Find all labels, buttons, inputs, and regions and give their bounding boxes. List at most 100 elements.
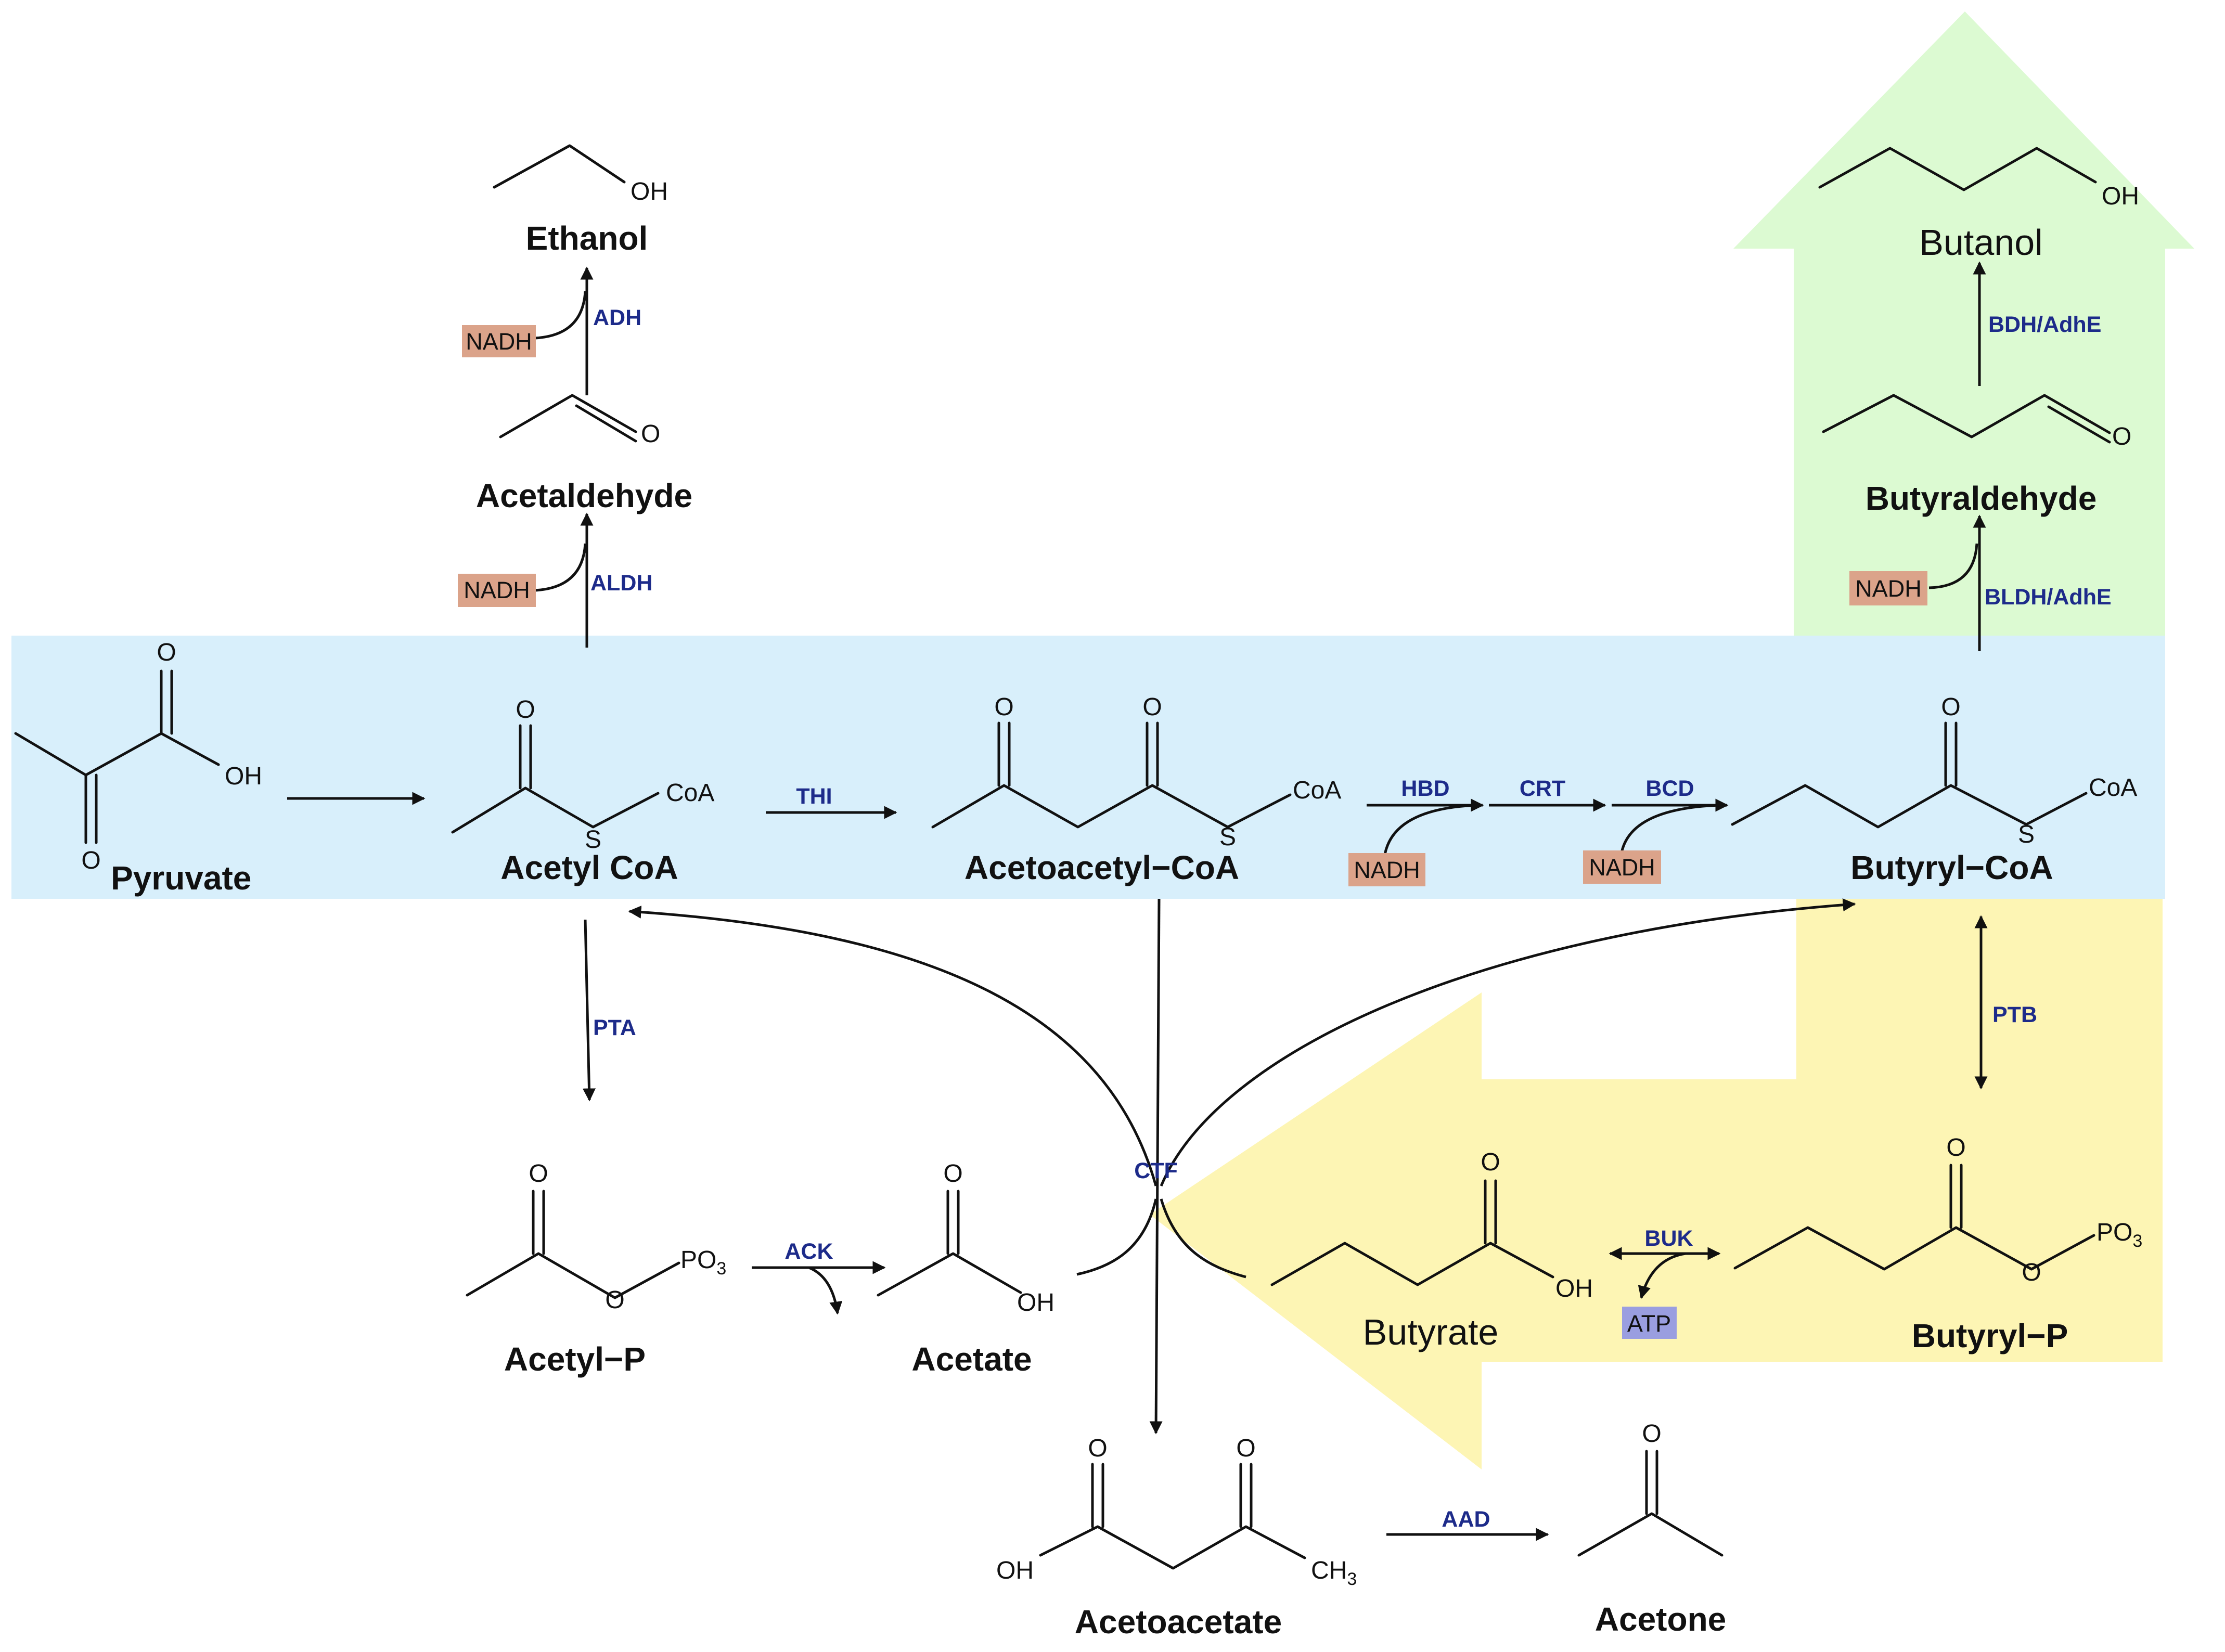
atp-text: ATP xyxy=(1627,1310,1671,1337)
nadh-text: NADH xyxy=(1589,854,1655,881)
acetyl-coa-o: O xyxy=(516,696,535,724)
acetoacetyl-coa-structure: O O S CoA xyxy=(931,693,1341,851)
butanol-structure: OH xyxy=(1818,147,2139,210)
pyruvate-oh: OH xyxy=(225,763,262,790)
main-pathway-band xyxy=(11,636,2165,899)
butyryl-coa-o: O xyxy=(1941,693,1960,721)
butyryl-p-structure: O O PO3 xyxy=(1733,1134,2142,1286)
acetate-o: O xyxy=(943,1160,962,1188)
butyrate-oh: OH xyxy=(1555,1275,1593,1302)
ctf-to-butyryl-coa-curve xyxy=(1160,898,1856,1186)
atp-badge: ATP xyxy=(1622,1307,1677,1339)
enzyme-bdh: BDH/AdhE xyxy=(1988,312,2101,337)
butyrate-o: O xyxy=(1481,1148,1500,1176)
acetyl-coa-structure: O S CoA xyxy=(451,696,714,854)
butanol-label: Butanol xyxy=(1919,222,2042,263)
acetone-label: Acetone xyxy=(1595,1601,1727,1638)
ethanol-oh: OH xyxy=(631,178,668,205)
hbd-nadh-curve xyxy=(1382,804,1478,867)
enzyme-aad: AAD xyxy=(1442,1507,1490,1532)
nadh-text: NADH xyxy=(1855,575,1922,602)
acetate-oh: OH xyxy=(1017,1289,1054,1317)
acetate-structure: O OH xyxy=(877,1160,1054,1317)
nadh-badge-bldh: NADH xyxy=(1849,571,1927,605)
ctf-to-acetoacetate-arrow xyxy=(1149,898,1163,1435)
nadh-text: NADH xyxy=(464,577,530,603)
ctf-to-acetyl-coa-curve xyxy=(628,905,1157,1186)
acetyl-p-o-ester: O xyxy=(605,1286,624,1314)
nadh-badge-bcd: NADH xyxy=(1583,850,1661,884)
butyryl-p-o-ester: O xyxy=(2022,1259,2041,1286)
butyryl-p-po3: PO3 xyxy=(2097,1219,2142,1251)
nadh-badge-aldh: NADH xyxy=(458,574,536,607)
nadh-badge-adh: NADH xyxy=(462,325,536,357)
enzyme-thi: THI xyxy=(796,784,832,809)
acetone-structure: O xyxy=(1577,1420,1724,1557)
enzyme-crt: CRT xyxy=(1520,776,1565,801)
enzyme-ack: ACK xyxy=(784,1239,833,1264)
butyraldehyde-label: Butyraldehyde xyxy=(1866,480,2097,517)
nadh-text: NADH xyxy=(466,328,532,355)
enzyme-aldh: ALDH xyxy=(590,571,652,596)
adh-nadh-curve xyxy=(534,291,587,340)
acetyl-p-po3: PO3 xyxy=(680,1246,726,1279)
butyryl-coa-label: Butyryl−CoA xyxy=(1850,849,2053,886)
acetoacetate-label: Acetoacetate xyxy=(1075,1603,1282,1641)
ctf-butyrate-curve xyxy=(1160,1198,1246,1279)
acetoacetyl-coa-o1: O xyxy=(994,693,1013,721)
acetoacetyl-coa-s: S xyxy=(1219,823,1236,851)
enzyme-bcd: BCD xyxy=(1645,776,1694,801)
ack-atp-curve xyxy=(808,1266,843,1315)
butyryl-p-label: Butyryl−P xyxy=(1912,1317,2068,1354)
acetoacetate-ch3: CH3 xyxy=(1311,1557,1357,1589)
butyraldehyde-o: O xyxy=(2112,423,2131,450)
acetaldehyde-o: O xyxy=(641,420,660,448)
acetoacetate-structure: O O OH CH3 xyxy=(996,1435,1357,1589)
enzyme-hbd: HBD xyxy=(1401,776,1449,801)
butyryl-coa-coa: CoA xyxy=(2089,774,2137,802)
pyruvate-o-bottom: O xyxy=(81,847,100,874)
acetyl-p-structure: O O PO3 xyxy=(466,1160,726,1314)
aldh-nadh-curve xyxy=(534,543,587,592)
nadh-badge-hbd: NADH xyxy=(1348,853,1425,886)
ctf-acetate-curve xyxy=(1076,1198,1157,1276)
acetoacetate-o1: O xyxy=(1088,1435,1107,1462)
acid-region-arrow xyxy=(1150,899,2163,1469)
acetoacetyl-coa-o2: O xyxy=(1142,693,1162,721)
acetyl-p-label: Acetyl−P xyxy=(504,1340,646,1378)
acetaldehyde-structure: O xyxy=(499,394,660,448)
acetyl-p-o-top: O xyxy=(529,1160,548,1188)
ethanol-structure: OH xyxy=(493,144,668,205)
enzyme-ctf: CTF xyxy=(1134,1158,1178,1183)
butyryl-coa-structure: O S CoA xyxy=(1731,693,2137,848)
butyraldehyde-structure: O xyxy=(1822,394,2131,450)
acetone-o: O xyxy=(1642,1420,1661,1448)
pyruvate-structure: O OH O xyxy=(14,639,262,874)
acetoacetate-oh: OH xyxy=(996,1557,1034,1584)
enzyme-ptb: PTB xyxy=(1992,1002,2037,1027)
nadh-text: NADH xyxy=(1354,857,1420,883)
acetaldehyde-label: Acetaldehyde xyxy=(476,477,692,514)
acetyl-coa-label: Acetyl CoA xyxy=(500,849,678,886)
enzyme-adh: ADH xyxy=(593,305,641,330)
acetate-label: Acetate xyxy=(911,1340,1032,1378)
acetyl-coa-coa: CoA xyxy=(666,779,714,807)
pyruvate-label: Pyruvate xyxy=(111,859,251,897)
butyrate-structure: O OH xyxy=(1270,1148,1593,1302)
acetyl-coa-s: S xyxy=(585,826,601,854)
buk-atp-curve xyxy=(1638,1252,1686,1299)
enzyme-pta: PTA xyxy=(593,1015,636,1040)
bcd-nadh-curve xyxy=(1619,804,1720,864)
pyruvate-o-top: O xyxy=(157,639,176,666)
butyryl-p-o-top: O xyxy=(1946,1134,1965,1161)
butanol-oh: OH xyxy=(2102,183,2139,210)
acetoacetyl-coa-coa: CoA xyxy=(1293,777,1341,804)
ethanol-label: Ethanol xyxy=(526,220,648,257)
enzyme-buk: BUK xyxy=(1644,1226,1693,1251)
enzyme-bldh: BLDH/AdhE xyxy=(1985,585,2112,610)
acetoacetate-o2: O xyxy=(1236,1435,1255,1462)
bldh-nadh-curve xyxy=(1928,543,1978,589)
pta-arrow xyxy=(582,919,596,1102)
solvent-region-arrow xyxy=(1733,11,2194,636)
acetoacetyl-coa-label: Acetoacetyl−CoA xyxy=(964,849,1239,886)
